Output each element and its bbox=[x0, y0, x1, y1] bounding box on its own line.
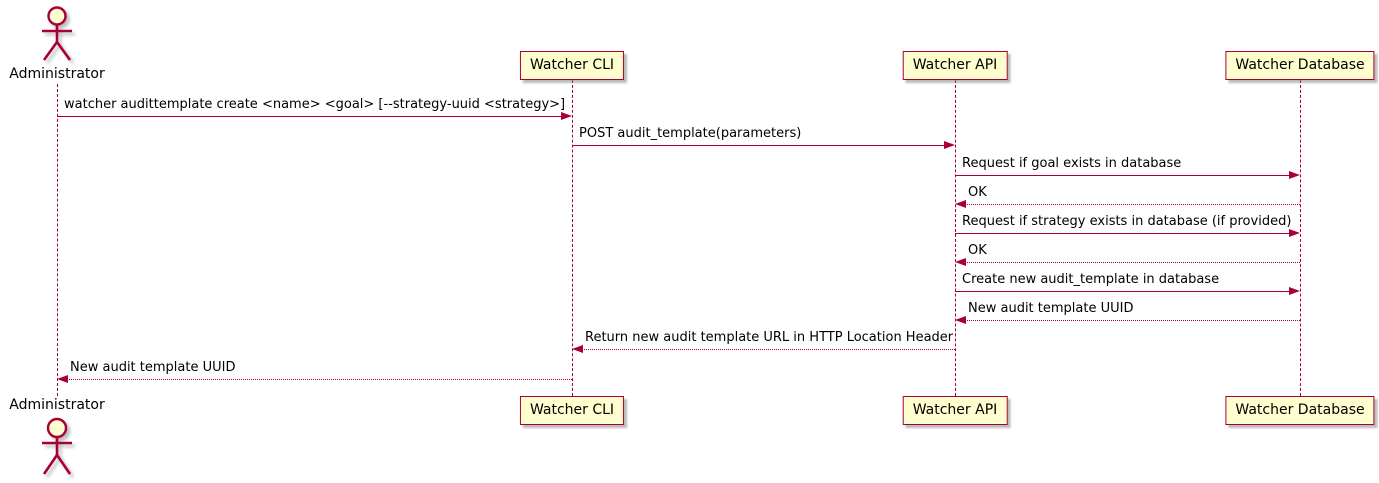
arrowhead-icon bbox=[955, 316, 966, 324]
arrowhead-icon bbox=[955, 258, 966, 266]
message-label-3: OK bbox=[968, 185, 987, 200]
lifeline-watcher-api bbox=[954, 80, 956, 396]
message-line-2 bbox=[955, 175, 1290, 176]
lifeline-administrator bbox=[56, 84, 58, 396]
lifeline-watcher-database bbox=[1299, 80, 1301, 396]
participant-watcher-database-top: Watcher Database bbox=[1225, 51, 1375, 80]
message-label-6: Create new audit_template in database bbox=[962, 272, 1220, 287]
arrowhead-icon bbox=[1289, 287, 1300, 295]
message-label-5: OK bbox=[968, 243, 987, 258]
message-line-1 bbox=[572, 145, 945, 146]
participant-watcher-cli-top: Watcher CLI bbox=[519, 51, 625, 80]
message-line-0 bbox=[57, 116, 562, 117]
arrowhead-icon bbox=[57, 375, 68, 383]
message-label-8: Return new audit template URL in HTTP Lo… bbox=[585, 330, 954, 345]
lifeline-watcher-cli bbox=[571, 80, 573, 396]
message-line-9 bbox=[67, 379, 572, 380]
message-label-7: New audit template UUID bbox=[968, 301, 1134, 316]
message-label-4: Request if strategy exists in database (… bbox=[962, 214, 1292, 229]
arrowhead-icon bbox=[561, 112, 572, 120]
actor-label-top: Administrator bbox=[9, 66, 105, 82]
arrowhead-icon bbox=[955, 200, 966, 208]
arrowhead-icon bbox=[944, 141, 955, 149]
message-label-2: Request if goal exists in database bbox=[962, 156, 1182, 171]
arrowhead-icon bbox=[1289, 171, 1300, 179]
arrowhead-icon bbox=[572, 345, 583, 353]
participant-watcher-api-bottom: Watcher API bbox=[902, 396, 1008, 425]
message-line-6 bbox=[955, 291, 1290, 292]
message-label-9: New audit template UUID bbox=[70, 360, 236, 375]
message-line-3 bbox=[965, 204, 1300, 205]
actor-icon bbox=[42, 6, 72, 61]
message-label-1: POST audit_template(parameters) bbox=[579, 126, 802, 141]
participant-watcher-api-top: Watcher API bbox=[902, 51, 1008, 80]
message-label-0: watcher audittemplate create <name> <goa… bbox=[64, 97, 566, 112]
arrowhead-icon bbox=[1289, 229, 1300, 237]
participant-watcher-cli-bottom: Watcher CLI bbox=[519, 396, 625, 425]
message-line-5 bbox=[965, 262, 1300, 263]
message-line-4 bbox=[955, 233, 1290, 234]
actor-icon bbox=[42, 417, 72, 475]
actor-label-bottom: Administrator bbox=[9, 397, 105, 413]
participant-watcher-database-bottom: Watcher Database bbox=[1225, 396, 1375, 425]
message-line-8 bbox=[582, 349, 955, 350]
message-line-7 bbox=[965, 320, 1300, 321]
